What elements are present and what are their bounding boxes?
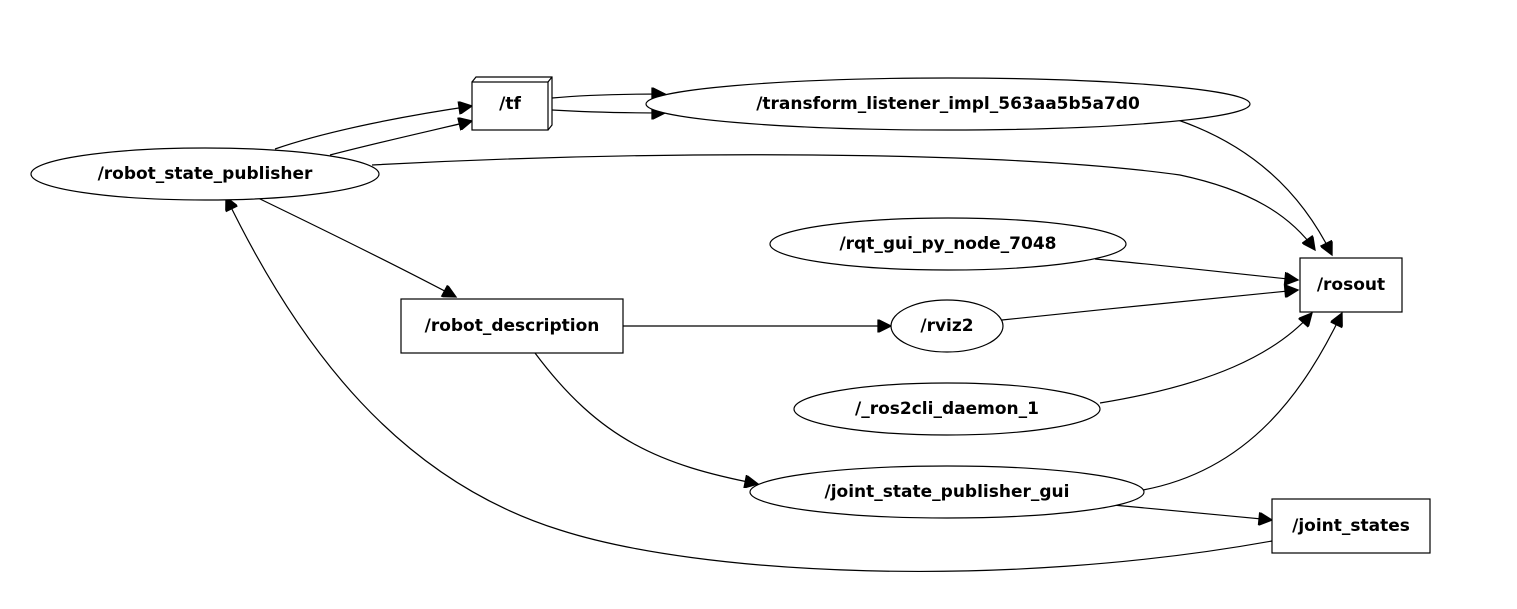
- node-label: /joint_state_publisher_gui: [825, 482, 1070, 502]
- node-robot-state-publisher[interactable]: /robot_state_publisher: [30, 147, 380, 201]
- edge-robot-state-publisher-to-rosout: [371, 154, 1315, 250]
- node-label: /robot_description: [425, 316, 600, 336]
- edge-robot-state-publisher-to-robot-description: [257, 197, 456, 297]
- edge-joint-state-publisher-gui-to-joint-states: [1112, 504, 1272, 520]
- node-rosout[interactable]: /rosout: [1299, 257, 1403, 313]
- node-label: /_ros2cli_daemon_1: [855, 399, 1039, 419]
- node-label: /joint_states: [1292, 516, 1410, 536]
- edge-tf-to-transform-listener-2: [551, 110, 665, 113]
- edge-tf-to-transform-listener-1: [551, 94, 665, 98]
- node-label: /tf: [499, 94, 521, 114]
- node-ros2cli-daemon[interactable]: /_ros2cli_daemon_1: [793, 382, 1101, 436]
- node-label: /transform_listener_impl_563aa5b5a7d0: [756, 94, 1140, 114]
- node-label: /rqt_gui_py_node_7048: [839, 234, 1056, 254]
- edge-ros2cli-daemon-to-rosout: [1099, 313, 1312, 404]
- edge-robot-state-publisher-to-tf-2: [329, 121, 472, 156]
- node-label: /rviz2: [920, 316, 973, 336]
- node-label: /rosout: [1317, 275, 1385, 295]
- edge-joint-state-publisher-gui-to-rosout: [1142, 313, 1342, 491]
- edge-transform-listener-to-rosout: [1177, 119, 1332, 255]
- node-label: /robot_state_publisher: [98, 164, 313, 184]
- node-rqt-gui[interactable]: /rqt_gui_py_node_7048: [769, 217, 1127, 271]
- edge-robot-description-to-joint-state-publisher-gui: [534, 352, 758, 484]
- node-joint-state-publisher-gui[interactable]: /joint_state_publisher_gui: [749, 465, 1145, 519]
- node-joint-states[interactable]: /joint_states: [1271, 498, 1431, 554]
- edges: [226, 94, 1342, 572]
- node-tf[interactable]: /tf: [471, 76, 553, 131]
- node-transform-listener[interactable]: /transform_listener_impl_563aa5b5a7d0: [645, 77, 1251, 131]
- edge-robot-state-publisher-to-tf-1: [274, 106, 472, 150]
- edge-rqt-gui-to-rosout: [1094, 258, 1298, 280]
- node-robot-description[interactable]: /robot_description: [400, 298, 624, 354]
- edge-joint-states-to-robot-state-publisher: [226, 197, 1273, 572]
- node-rviz2[interactable]: /rviz2: [890, 299, 1004, 353]
- edge-rviz2-to-rosout: [1001, 290, 1298, 321]
